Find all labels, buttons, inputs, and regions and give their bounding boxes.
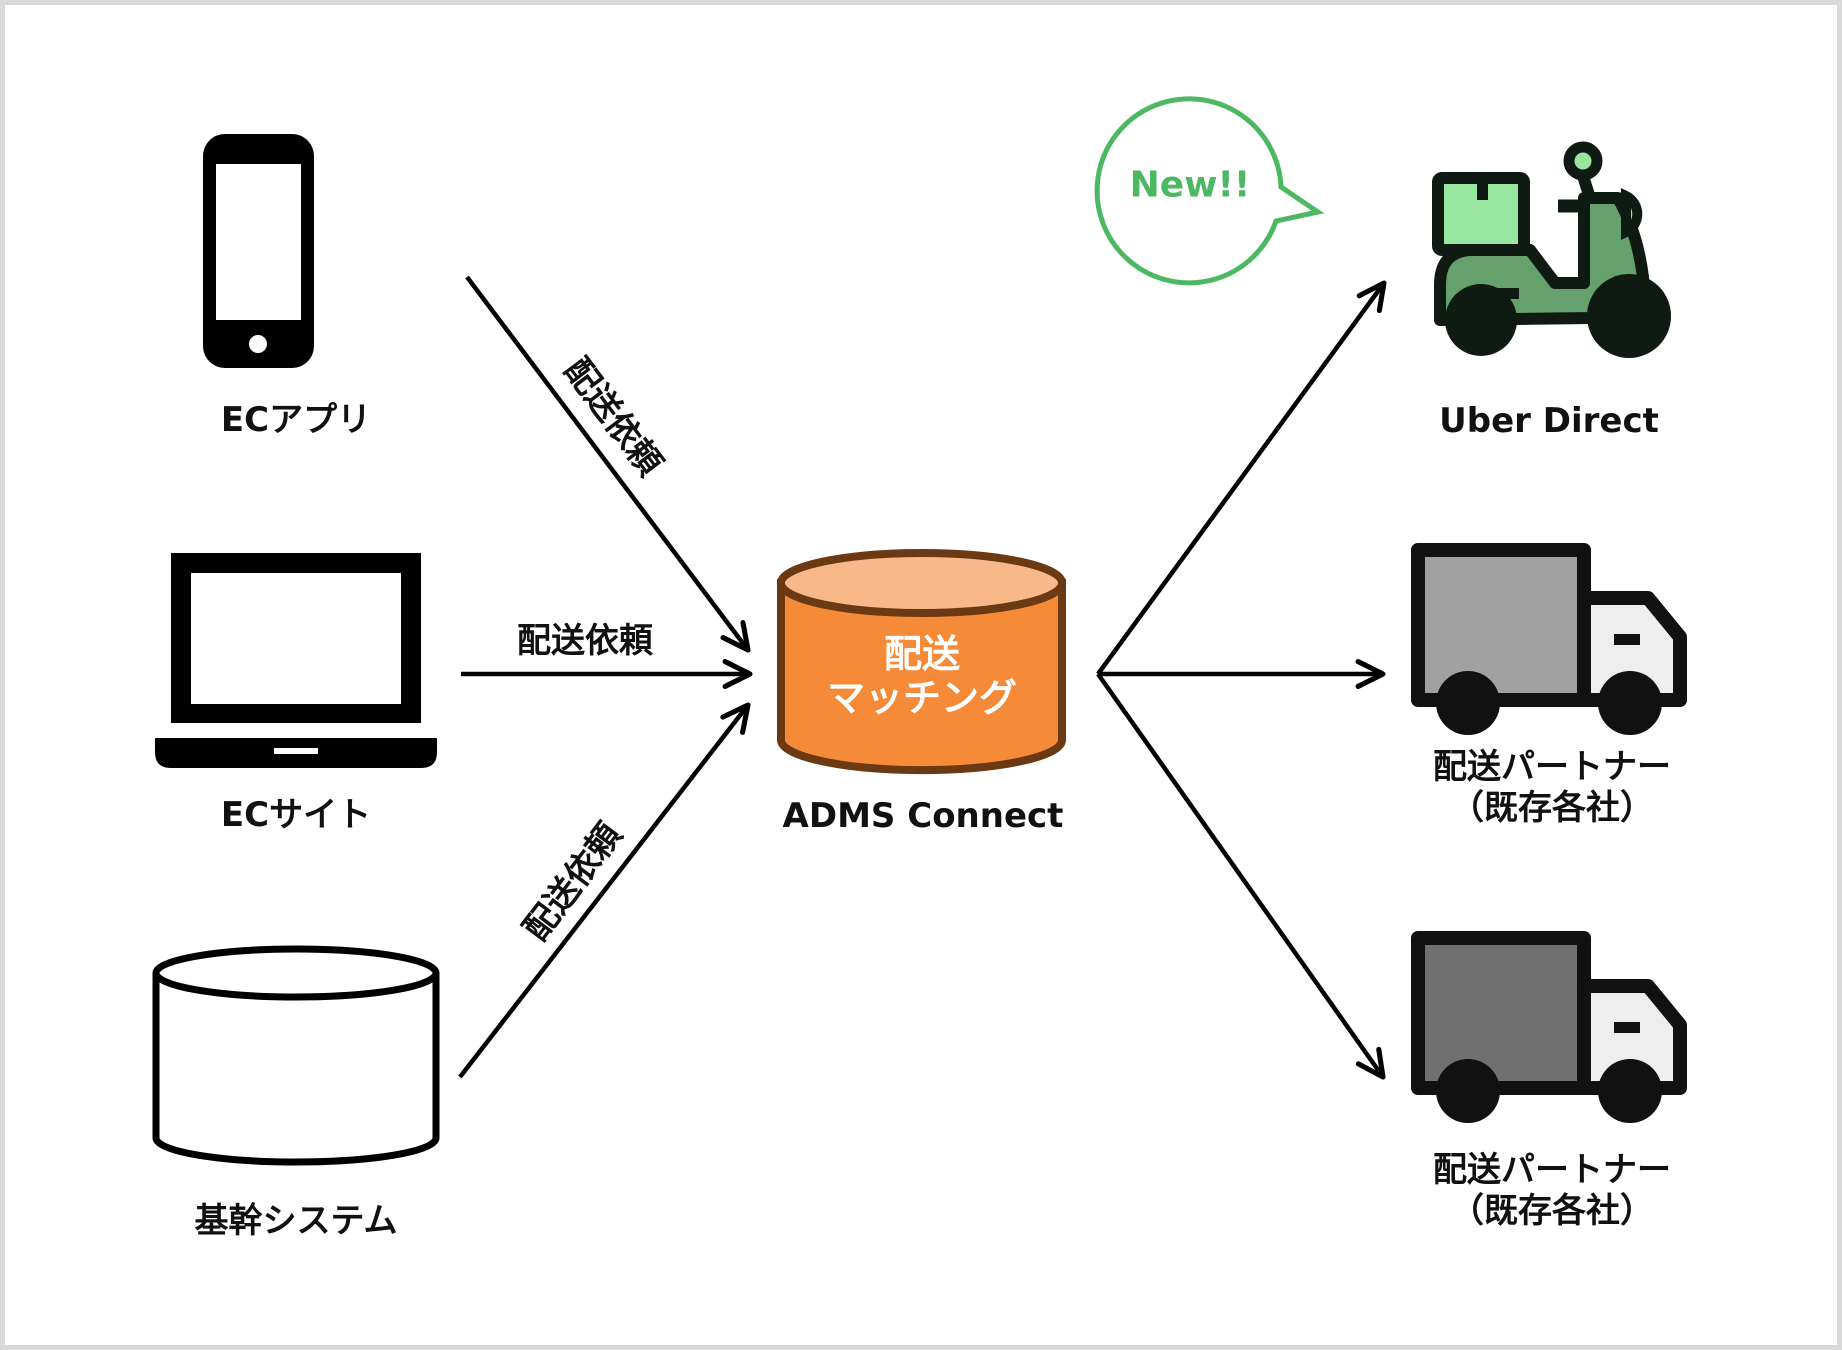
dest-label-partner-1: 配送パートナー （既存各社）: [1433, 747, 1671, 829]
dest-label-partner-2-line1: 配送パートナー: [1433, 1150, 1671, 1190]
source-label-ec-site: ECサイト: [220, 795, 372, 835]
diagram-canvas: ECアプリ ECサイト 基幹システム 配送依頼 配送依頼 配送依頼 配送 マッチ…: [5, 5, 1837, 1345]
diagram-svg: [152, 96, 1687, 1166]
new-badge-text: New!!: [1129, 164, 1251, 206]
new-speech-bubble: [1094, 96, 1325, 286]
arrow-hub-to-partner-2: [1096, 672, 1386, 1080]
dest-label-uber-direct: Uber Direct: [1439, 401, 1659, 441]
hub-inner-text: 配送 マッチング: [826, 632, 1018, 720]
laptop-icon: [155, 553, 437, 768]
smartphone-icon: [203, 134, 314, 368]
delivery-scooter-icon: [1432, 141, 1671, 358]
dest-label-partner-1-line1: 配送パートナー: [1433, 747, 1671, 787]
arrow-core-system-to-hub: [458, 702, 751, 1079]
dest-label-partner-2-line2: （既存各社）: [1450, 1190, 1654, 1231]
hub-cylinder-icon: [777, 549, 1066, 775]
arrow-ec-app-to-hub: [465, 275, 751, 653]
truck-icon: [1411, 543, 1687, 735]
dest-label-partner-2: 配送パートナー （既存各社）: [1433, 1150, 1671, 1232]
arrow-hub-to-uber: [1096, 280, 1387, 676]
database-icon: [152, 945, 440, 1166]
source-label-core-system: 基幹システム: [194, 1201, 398, 1241]
hub-inner-line2: マッチング: [826, 675, 1018, 720]
dest-label-partner-1-line2: （既存各社）: [1450, 787, 1654, 828]
hub-inner-line1: 配送: [883, 632, 961, 676]
hub-label: ADMS Connect: [782, 796, 1064, 836]
truck-icon: [1411, 931, 1687, 1123]
source-label-ec-app: ECアプリ: [220, 400, 372, 440]
arrow-label-ec-site: 配送依頼: [517, 621, 653, 661]
